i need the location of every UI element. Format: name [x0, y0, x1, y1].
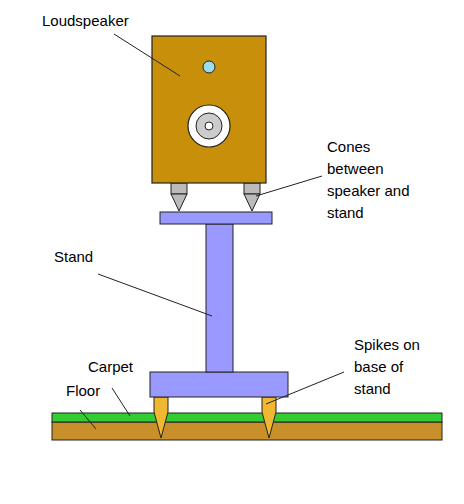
leader-line [266, 372, 344, 404]
dust-cap [205, 122, 213, 130]
speaker-cabinet [152, 36, 266, 183]
part-label: Spikes on base of stand [354, 334, 442, 400]
part-label: Loudspeaker [42, 10, 162, 32]
carpet [52, 413, 442, 422]
tweeter [203, 61, 215, 73]
part-label: Stand [54, 246, 134, 268]
part-label: Carpet [88, 356, 168, 378]
cone [171, 194, 187, 211]
part-label: Cones between speaker and stand [327, 136, 427, 224]
stand-top-plate [160, 212, 272, 224]
cone [244, 183, 260, 194]
stand-column [206, 224, 233, 372]
woofer-cone [196, 113, 222, 139]
leader-line [98, 274, 212, 316]
leader-line [256, 176, 322, 196]
floor [52, 422, 442, 440]
cone [171, 183, 187, 194]
leader-line [112, 388, 130, 416]
cone [244, 194, 260, 211]
leader-line [80, 410, 96, 429]
spike [154, 397, 168, 438]
leader-line [114, 34, 180, 76]
woofer [188, 105, 230, 147]
stand-base [150, 372, 288, 397]
part-label: Floor [66, 380, 146, 402]
